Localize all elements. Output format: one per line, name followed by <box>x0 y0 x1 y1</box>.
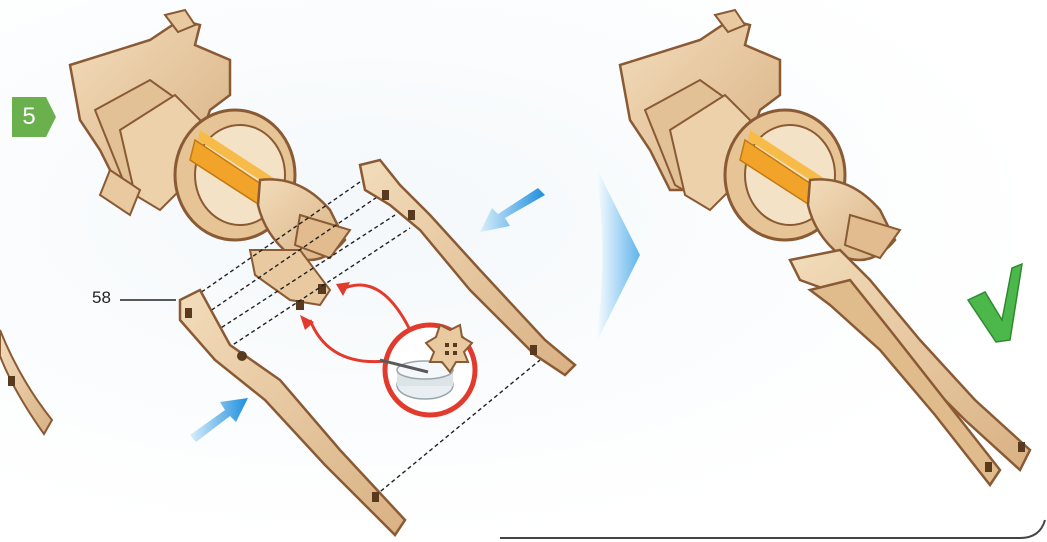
arms-assembled-right <box>790 250 1030 485</box>
mechanism-body-right <box>620 10 900 260</box>
green-checkmark-icon <box>968 264 1022 342</box>
chevron-right-icon <box>595 165 640 345</box>
blue-arrow-icon-right <box>480 188 545 232</box>
page-frame-border <box>500 520 1045 538</box>
blue-arrow-icon-left <box>190 398 248 442</box>
step-number: 5 <box>10 97 48 137</box>
mechanism-body-left <box>70 10 350 310</box>
glue-icon <box>380 325 475 415</box>
partial-arm-left-edge <box>0 330 52 434</box>
part-number-label: 58 <box>92 288 111 308</box>
arm-piece-58 <box>180 290 405 535</box>
